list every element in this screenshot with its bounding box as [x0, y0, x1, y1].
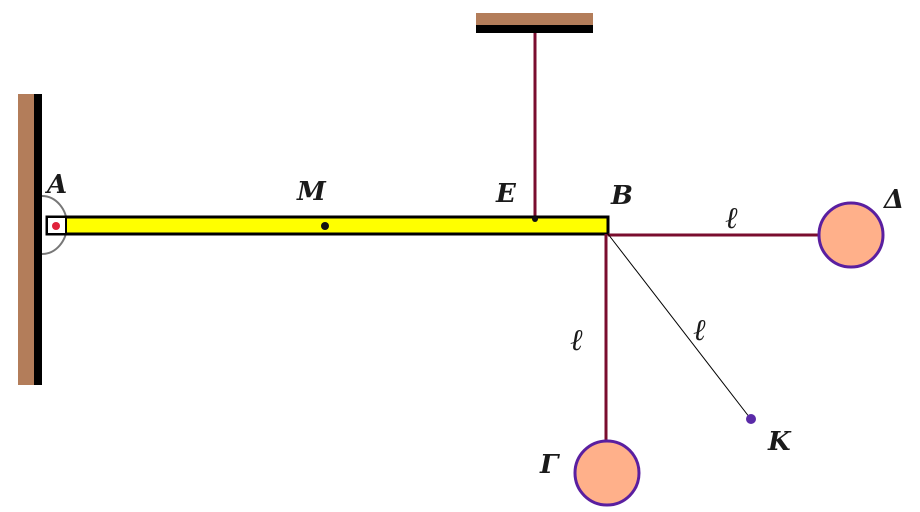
length-label-B-Delta: ℓ — [725, 201, 738, 236]
ball-Delta — [817, 201, 885, 269]
label-E: E — [495, 179, 517, 209]
label-B: B — [610, 181, 633, 211]
label-Delta: Δ — [882, 185, 904, 215]
point-K-dot — [746, 414, 756, 424]
label-K: K — [767, 427, 792, 457]
ceiling-mount — [476, 13, 593, 33]
left-wall-wood — [18, 94, 36, 385]
length-label-B-K: ℓ — [693, 313, 706, 348]
label-M: M — [296, 177, 327, 207]
hinge-pin — [52, 222, 60, 230]
left-wall-edge — [34, 94, 42, 385]
ceiling-wood — [476, 13, 593, 25]
ceiling-edge — [476, 25, 593, 33]
label-A: A — [44, 170, 67, 200]
left-wall — [18, 94, 42, 385]
point-E-dot — [532, 216, 538, 222]
length-label-B-Gamma: ℓ — [570, 323, 583, 358]
point-M-dot — [321, 222, 329, 230]
ball-Gamma — [573, 439, 641, 507]
label-Gamma: Γ — [539, 450, 560, 480]
line-B-K — [607, 233, 751, 419]
